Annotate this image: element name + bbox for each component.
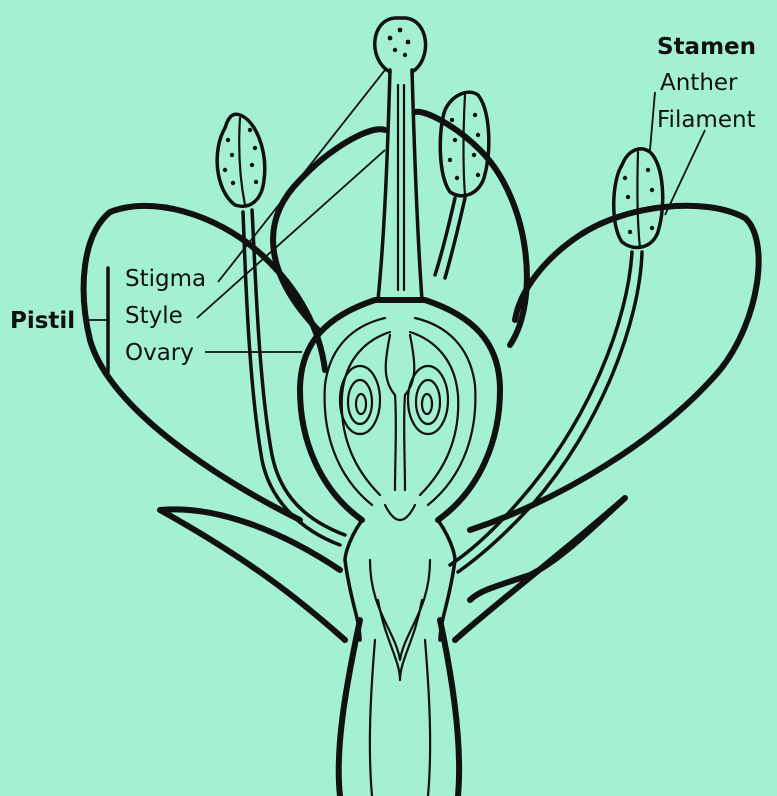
back-right-petal xyxy=(415,112,527,345)
stigma-label: Stigma xyxy=(125,266,206,292)
filament-leader xyxy=(665,130,705,215)
filament-label: Filament xyxy=(657,107,756,133)
anther-label: Anther xyxy=(660,70,738,96)
stamen-middle xyxy=(435,92,489,278)
pistil-label: Pistil xyxy=(10,308,75,334)
stamen-label: Stamen xyxy=(657,34,756,60)
style-label: Style xyxy=(125,303,183,329)
left-petal xyxy=(84,206,325,520)
style xyxy=(378,70,390,300)
ovary-label: Ovary xyxy=(125,340,194,366)
stem xyxy=(339,620,360,796)
stigma-leader xyxy=(218,70,385,282)
right-sepal xyxy=(455,498,625,640)
stigma xyxy=(375,18,426,72)
left-sepal xyxy=(160,509,345,640)
anther-leader xyxy=(650,92,655,150)
ovary xyxy=(300,300,500,520)
